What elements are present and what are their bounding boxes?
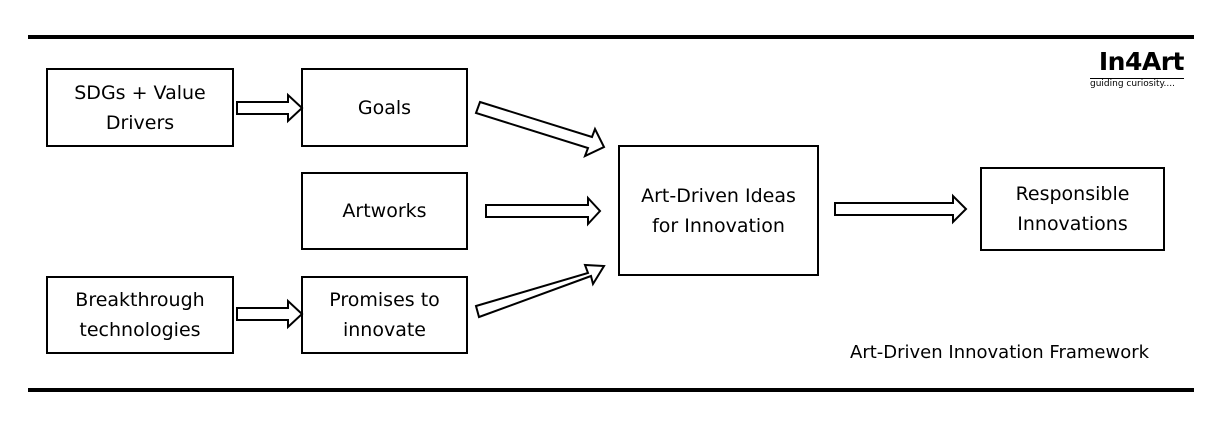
logo-tagline: guiding curiosity....	[1090, 79, 1175, 89]
box-art-driven-ideas: Art-Driven Ideas for Innovation	[618, 145, 819, 276]
arrow-artworks-to-ideas	[485, 195, 602, 227]
box-ideas-line-2: for Innovation	[652, 214, 785, 237]
box-goals: Goals	[301, 68, 468, 147]
bottom-rule	[28, 388, 1194, 392]
box-breakthrough-technologies: Breakthrough technologies	[46, 276, 234, 354]
arrow-tech-to-promises	[236, 298, 304, 330]
box-responsible-innovations: Responsible Innovations	[980, 167, 1165, 251]
top-rule	[28, 35, 1194, 39]
box-promises-line-1: Promises to	[329, 289, 440, 311]
box-tech-line-1: Breakthrough	[75, 289, 205, 311]
logo-underline	[1090, 78, 1184, 79]
box-tech-line-2: technologies	[79, 319, 201, 341]
box-promises-to-innovate: Promises to innovate	[301, 276, 468, 354]
box-sdgs-value-drivers: SDGs + Value Drivers	[46, 68, 234, 147]
box-resp-line-2: Innovations	[1017, 213, 1128, 235]
logo-name: In4Art	[1098, 47, 1185, 76]
box-promises-line-2: innovate	[342, 319, 426, 341]
arrow-goals-to-ideas	[474, 100, 606, 158]
in4art-logo: In4Art guiding curiosity....	[1090, 48, 1196, 90]
box-goals-line-1: Goals	[357, 96, 412, 119]
box-sdgs-line-1: SDGs + Value	[74, 81, 206, 104]
box-artworks-line-1: Artworks	[342, 200, 427, 222]
box-resp-line-1: Responsible	[1015, 183, 1130, 205]
box-artworks: Artworks	[301, 172, 468, 250]
arrow-ideas-to-responsible	[834, 193, 968, 225]
arrow-sdgs-to-goals	[236, 92, 304, 124]
arrow-promises-to-ideas	[474, 263, 606, 319]
box-sdgs-line-2: Drivers	[105, 111, 175, 134]
framework-caption: Art-Driven Innovation Framework	[850, 342, 1150, 363]
box-ideas-line-1: Art-Driven Ideas	[641, 184, 796, 207]
